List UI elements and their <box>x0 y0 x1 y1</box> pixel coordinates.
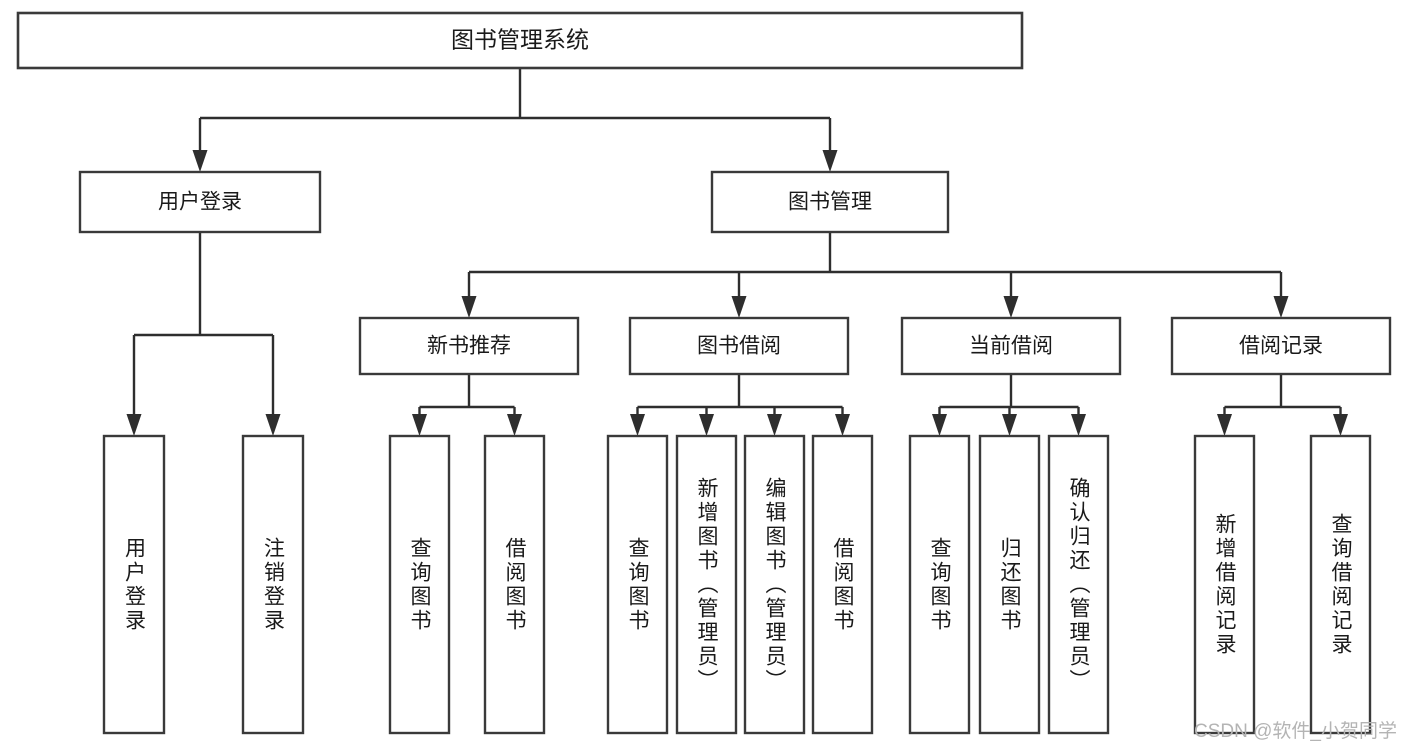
node-box-root[interactable] <box>16 11 1024 70</box>
arrow-head-leaf-borrow-book-1 <box>507 414 522 436</box>
node-box-leaf-query-book-1[interactable] <box>388 434 451 735</box>
node-box-borrow-record[interactable] <box>1170 316 1392 376</box>
node-label-new-book-rec: 新书推荐 <box>427 335 511 358</box>
arrow-head-leaf-query-book-2 <box>630 414 645 436</box>
connector-group-current-borrow <box>932 374 1086 436</box>
node-box-leaf-query-book-3[interactable] <box>908 434 971 735</box>
arrow-head-leaf-add-book <box>699 414 714 436</box>
node-label-borrow-record: 借阅记录 <box>1239 335 1323 358</box>
arrow-head-book-manage <box>822 150 838 172</box>
node-box-user-login[interactable] <box>78 170 322 234</box>
arrow-head-book-borrow <box>731 296 747 318</box>
node-box-layer <box>16 11 1392 735</box>
arrow-head-leaf-query-book-3 <box>932 414 947 436</box>
node-box-leaf-logout[interactable] <box>241 434 305 735</box>
node-label-user-login: 用户登录 <box>158 191 242 214</box>
node-box-book-borrow[interactable] <box>628 316 850 376</box>
arrow-head-leaf-add-record <box>1217 414 1232 436</box>
arrow-head-leaf-user-login <box>126 414 142 436</box>
connector-group-book-borrow <box>630 374 850 436</box>
node-label-root: 图书管理系统 <box>451 27 589 53</box>
connector-group-book-manage <box>461 232 1289 318</box>
connector-group-new-book-rec <box>412 374 522 436</box>
arrow-head-current-borrow <box>1003 296 1019 318</box>
connector-group-user-login <box>126 232 281 436</box>
connector-layer <box>126 68 1348 436</box>
node-label-current-borrow: 当前借阅 <box>969 335 1053 358</box>
node-box-leaf-query-record[interactable] <box>1309 434 1372 735</box>
arrow-head-user-login <box>192 150 208 172</box>
node-box-leaf-return-book[interactable] <box>978 434 1041 735</box>
arrow-head-borrow-record <box>1273 296 1289 318</box>
node-box-leaf-add-book[interactable] <box>675 434 738 735</box>
arrow-head-leaf-edit-book <box>767 414 782 436</box>
arrow-head-leaf-return-book <box>1002 414 1017 436</box>
watermark-credit: CSDN @软件_小贺同学 <box>1194 721 1397 742</box>
node-box-leaf-borrow-book-2[interactable] <box>811 434 874 735</box>
node-label-book-manage: 图书管理 <box>788 191 872 214</box>
node-box-leaf-edit-book[interactable] <box>743 434 806 735</box>
node-box-leaf-borrow-book-1[interactable] <box>483 434 546 735</box>
connector-group-root <box>192 68 838 172</box>
node-box-leaf-user-login[interactable] <box>102 434 166 735</box>
arrow-head-new-book-rec <box>461 296 477 318</box>
arrow-head-leaf-query-record <box>1333 414 1348 436</box>
node-box-leaf-query-book-2[interactable] <box>606 434 669 735</box>
node-label-book-borrow: 图书借阅 <box>697 335 781 358</box>
connector-group-borrow-record <box>1217 374 1348 436</box>
node-box-leaf-add-record[interactable] <box>1193 434 1256 735</box>
node-box-leaf-confirm-return[interactable] <box>1047 434 1110 735</box>
node-box-current-borrow[interactable] <box>900 316 1122 376</box>
node-box-book-manage[interactable] <box>710 170 950 234</box>
arrow-head-leaf-query-book-1 <box>412 414 427 436</box>
arrow-head-leaf-borrow-book-2 <box>835 414 850 436</box>
arrow-head-leaf-logout <box>265 414 281 436</box>
node-box-new-book-rec[interactable] <box>358 316 580 376</box>
arrow-head-leaf-confirm-return <box>1071 414 1086 436</box>
